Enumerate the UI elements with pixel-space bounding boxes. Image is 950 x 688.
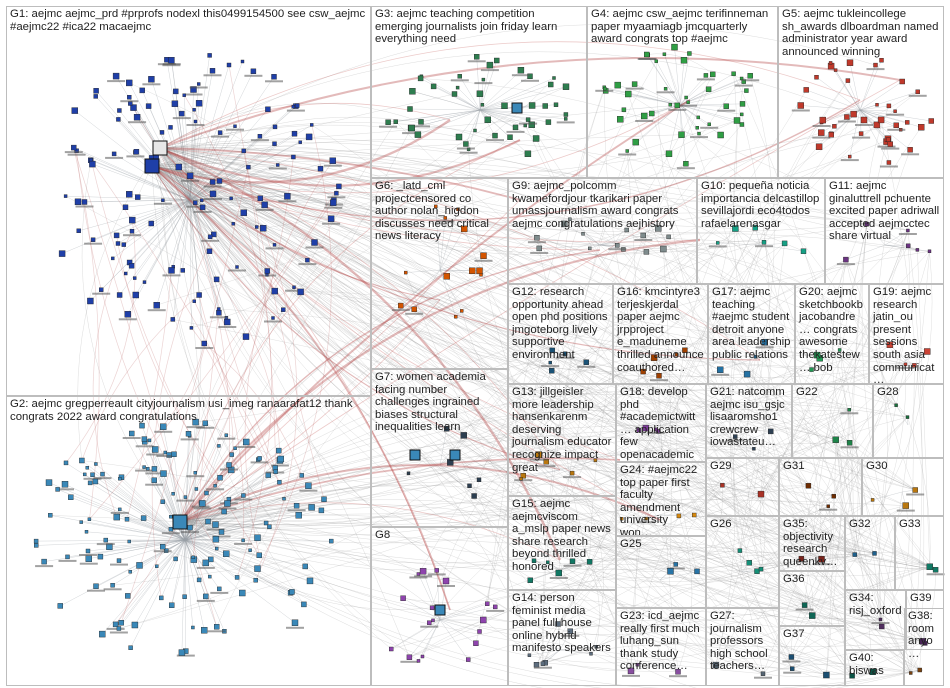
cluster-g21-label: G21: natcomm aejmc isu_gsjc lisaaromsho1… <box>710 386 788 449</box>
cluster-g5: G5: aejmc tukleincollege sh_awards dlboa… <box>778 6 944 178</box>
cluster-g31-label: G31 <box>783 460 858 473</box>
cluster-g16-label: G16: kmcintyre3 terjeskjerdal paper aejm… <box>617 286 704 374</box>
cluster-g28-label: G28 <box>877 386 940 399</box>
cluster-g1-label: G1: aejmc aejmc_prd #prprofs nodexl this… <box>10 8 367 33</box>
cluster-g22: G22 <box>792 384 873 458</box>
cluster-g13: G13: jillgeisler more leadership hansenk… <box>508 384 616 496</box>
cluster-g18: G18: develop phd #academictwitt… applica… <box>616 384 706 462</box>
cluster-g26-label: G26 <box>710 518 775 531</box>
cluster-g29: G29 <box>706 458 779 516</box>
cluster-g36: G36 <box>779 571 845 626</box>
cluster-g27: G27: journalism professors high school t… <box>706 608 779 686</box>
cluster-g9: G9: aejmc_polcomm kwamefordjour tkarikar… <box>508 178 697 284</box>
cluster-g30: G30 <box>862 458 944 516</box>
cluster-g37-label: G37 <box>783 628 841 641</box>
cluster-g34: G34: risj_oxford <box>845 590 906 650</box>
cluster-g12-label: G12: research opportunity ahead open phd… <box>512 286 609 362</box>
cluster-g40-label: G40: biswas <box>849 652 900 677</box>
cluster-g24-label: G24: #aejmc22 top paper first faculty am… <box>620 464 702 536</box>
cluster-g37: G37 <box>779 626 845 686</box>
cluster-g27-label: G27: journalism professors high school t… <box>710 610 775 673</box>
cluster-g14: G14: person feminist media panel full ho… <box>508 590 616 686</box>
cluster-g11: G11: aejmc ginaluttrell pchuente excited… <box>825 178 944 284</box>
cluster-g28: G28 <box>873 384 944 458</box>
cluster-g32: G32 <box>845 516 895 590</box>
cluster-g31: G31 <box>779 458 862 516</box>
cluster-g18-label: G18: develop phd #academictwitt… applica… <box>620 386 702 462</box>
cluster-g34-label: G34: risj_oxford <box>849 592 902 617</box>
cluster-g7-label: G7: women academia facing number challen… <box>375 371 504 434</box>
cluster-g17: G17: aejmc teaching #aejmc student detro… <box>708 284 795 384</box>
cluster-g6: G6: _latd_cml projectcensored co author … <box>371 178 508 369</box>
cluster-g36-label: G36 <box>783 573 841 586</box>
cluster-g17-label: G17: aejmc teaching #aejmc student detro… <box>712 286 791 362</box>
cluster-g2-label: G2: aejmc gregperreault cityjournalism u… <box>10 398 367 423</box>
cluster-g8-label: G8 <box>375 529 504 542</box>
cluster-g4-label: G4: aejmc csw_aejmc terifinneman paper m… <box>591 8 774 46</box>
cluster-g32-label: G32 <box>849 518 891 531</box>
cluster-g22-label: G22 <box>796 386 869 399</box>
cluster-g26: G26 <box>706 516 779 608</box>
cluster-g15-label: G15: aejmc aejmcviscom a_mslp paper news… <box>512 498 612 574</box>
cluster-g30-label: G30 <box>866 460 940 473</box>
cluster-g39-label: G39 <box>910 592 940 605</box>
cluster-g33-label: G33 <box>899 518 940 531</box>
cluster-g21: G21: natcomm aejmc isu_gsjc lisaaromsho1… <box>706 384 792 458</box>
cluster-g23-label: G23: icd_aejmc really first much luhang_… <box>620 610 702 673</box>
cluster-g19: G19: aejmc research jatin_ou present ses… <box>869 284 944 384</box>
cluster-g25: G25 <box>616 536 706 608</box>
cluster-g20: G20: aejmc sketchbookb jacobandre… congr… <box>795 284 869 384</box>
cluster-g40: G40: biswas <box>845 650 904 686</box>
cluster-g20-label: G20: aejmc sketchbookb jacobandre… congr… <box>799 286 865 374</box>
cluster-g23: G23: icd_aejmc really first much luhang_… <box>616 608 706 686</box>
cluster-g25-label: G25 <box>620 538 702 551</box>
cluster-g38: G38: room anyo… <box>904 608 944 686</box>
cluster-g11-label: G11: aejmc ginaluttrell pchuente excited… <box>829 180 940 243</box>
cluster-g2: G2: aejmc gregperreault cityjournalism u… <box>6 396 371 686</box>
cluster-g35-label: G35: objectivity research queenkv… <box>783 518 841 568</box>
cluster-g6-label: G6: _latd_cml projectcensored co author … <box>375 180 504 243</box>
cluster-g12: G12: research opportunity ahead open phd… <box>508 284 613 384</box>
cluster-g14-label: G14: person feminist media panel full ho… <box>512 592 612 655</box>
cluster-g24: G24: #aejmc22 top paper first faculty am… <box>616 462 706 536</box>
cluster-g8: G8 <box>371 527 508 686</box>
cluster-g13-label: G13: jillgeisler more leadership hansenk… <box>512 386 612 474</box>
cluster-g7: G7: women academia facing number challen… <box>371 369 508 527</box>
cluster-g35: G35: objectivity research queenkv… <box>779 516 845 571</box>
cluster-g15: G15: aejmc aejmcviscom a_mslp paper news… <box>508 496 616 590</box>
cluster-g10: G10: pequeña noticia importancia delcast… <box>697 178 825 284</box>
cluster-g33: G33 <box>895 516 944 590</box>
cluster-g19-label: G19: aejmc research jatin_ou present ses… <box>873 286 940 384</box>
cluster-g9-label: G9: aejmc_polcomm kwamefordjour tkarikar… <box>512 180 693 230</box>
cluster-g29-label: G29 <box>710 460 775 473</box>
cluster-g4: G4: aejmc csw_aejmc terifinneman paper m… <box>587 6 778 178</box>
cluster-g10-label: G10: pequeña noticia importancia delcast… <box>701 180 821 230</box>
cluster-g3-label: G3: aejmc teaching competition emerging … <box>375 8 583 46</box>
cluster-g1: G1: aejmc aejmc_prd #prprofs nodexl this… <box>6 6 371 396</box>
cluster-g5-label: G5: aejmc tukleincollege sh_awards dlboa… <box>782 8 940 58</box>
cluster-g3: G3: aejmc teaching competition emerging … <box>371 6 587 178</box>
cluster-g38-label: G38: room anyo… <box>908 610 940 660</box>
cluster-g16: G16: kmcintyre3 terjeskjerdal paper aejm… <box>613 284 708 384</box>
